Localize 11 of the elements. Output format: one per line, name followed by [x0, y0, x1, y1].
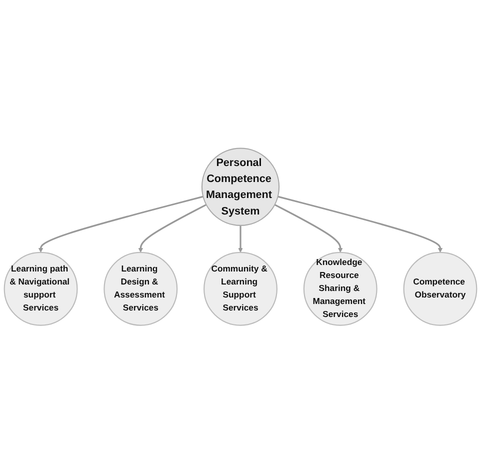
node-circle: Knowledge Resource Sharing & Management Services: [303, 252, 378, 326]
node-circle: Community & Learning Support Services: [204, 252, 278, 326]
node-circle: Competence Observatory: [403, 252, 478, 326]
arrow: [278, 196, 443, 252]
arrow: [238, 225, 243, 252]
node-circle: Learning path & Navigational support Services: [4, 252, 78, 326]
node-circle: Personal Competence Management System: [201, 147, 280, 226]
arrow: [38, 196, 204, 252]
arrow: [138, 204, 207, 252]
node-circle: Learning Design & Assessment Services: [104, 252, 178, 326]
arrow: [274, 204, 343, 252]
